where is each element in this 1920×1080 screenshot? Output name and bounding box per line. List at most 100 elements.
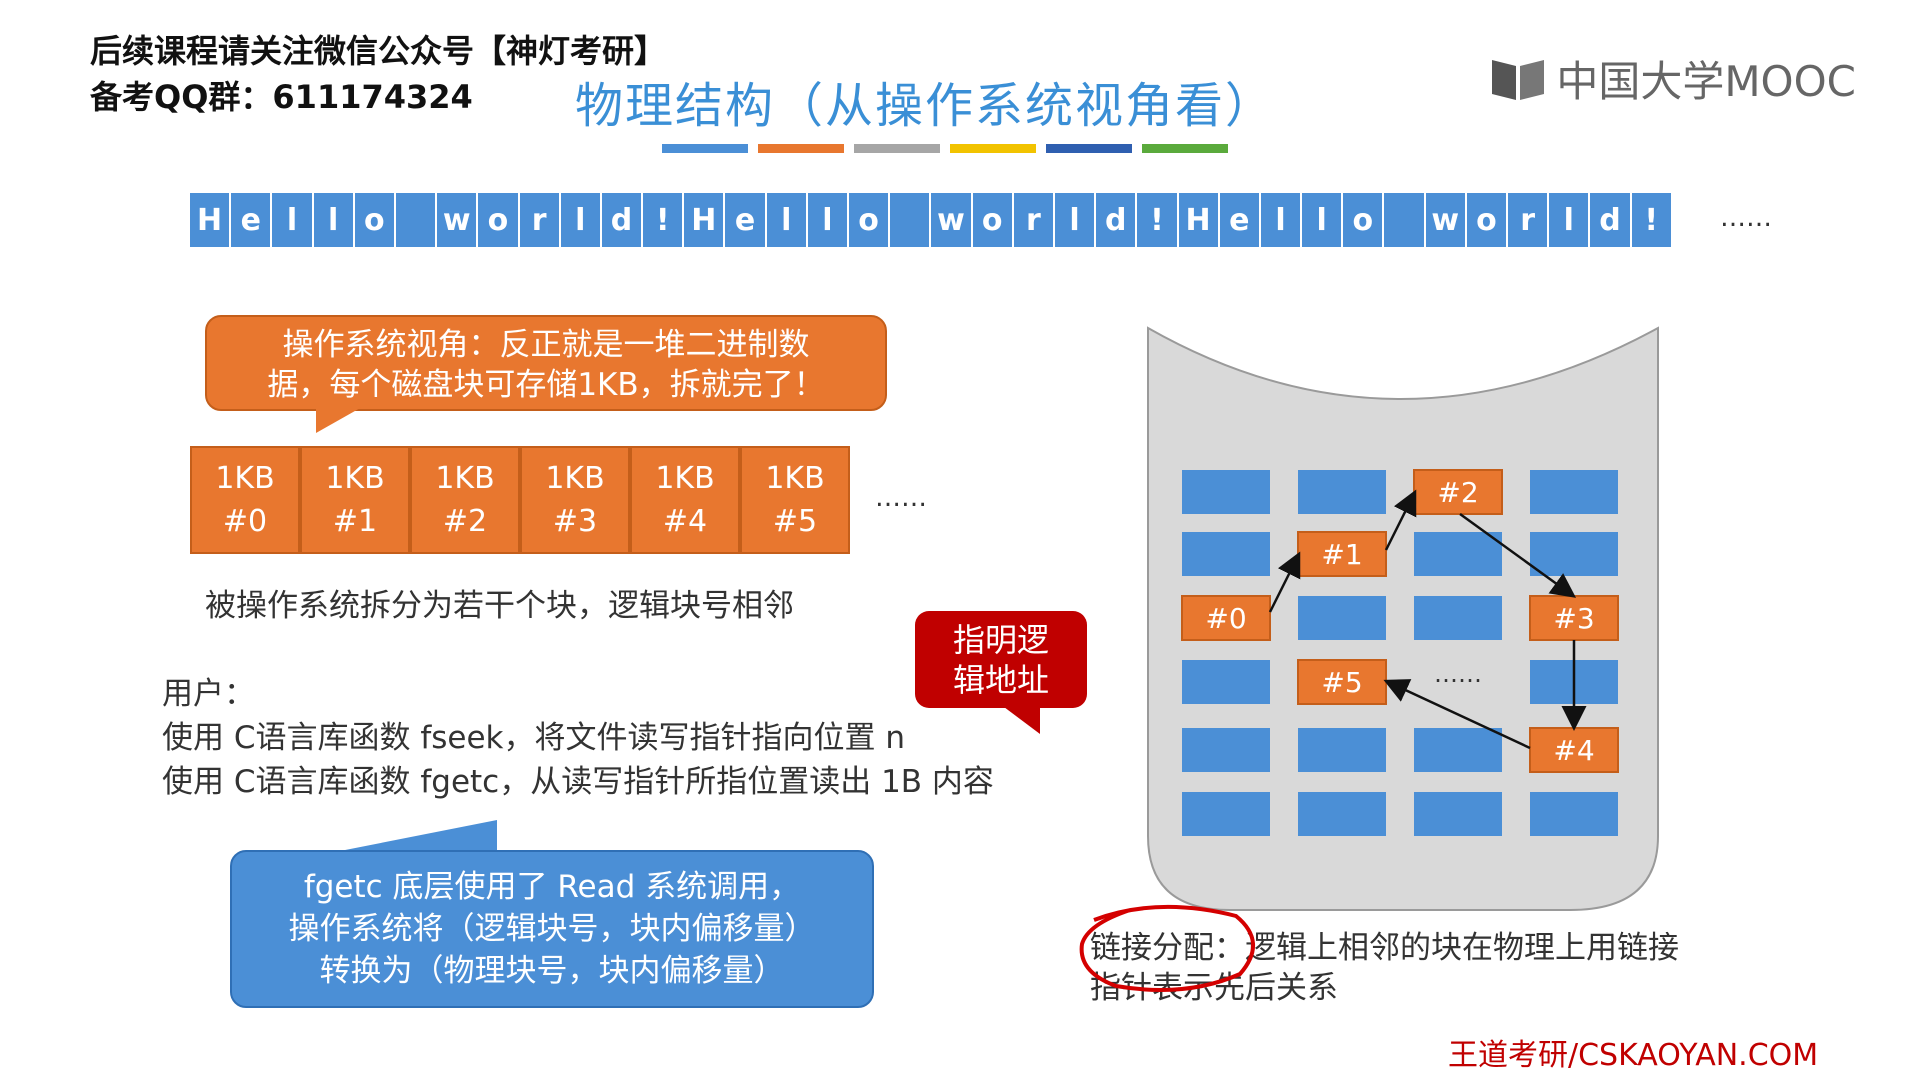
block-number: #3: [552, 504, 598, 539]
byte-cell: [1384, 193, 1426, 247]
color-bar-segment: [1142, 144, 1228, 153]
physical-block: [1298, 728, 1386, 772]
block-label-2: #2: [1437, 476, 1478, 509]
byte-cell: l: [1260, 193, 1303, 247]
os-callout-line-1: 操作系统视角：反正就是一堆二进制数: [282, 327, 810, 363]
byte-cell: d: [1096, 193, 1138, 247]
logical-block: 1KB#2: [410, 446, 520, 554]
physical-block: [1414, 532, 1502, 576]
physical-block: [1182, 532, 1270, 576]
pointer-1-2: [1384, 489, 1417, 551]
pointer-0-1: [1268, 551, 1301, 613]
byte-cell: [395, 193, 438, 247]
linked-block-5: [1297, 659, 1387, 705]
blue-callout-line-3: 转换为（物理块号，块内偏移量）: [319, 953, 785, 989]
link-pointers: [1268, 489, 1587, 750]
block-label-4: #4: [1553, 734, 1594, 767]
logical-blocks: 1KB#0 1KB#1 1KB#2 1KB#3 1KB#4 1KB#5: [190, 446, 850, 554]
physical-block: [1182, 470, 1270, 514]
byte-cell: r: [519, 193, 561, 247]
physical-block: [1182, 728, 1270, 772]
note-line-2: 备考QQ群：611174324: [90, 78, 473, 116]
red-callout-line-2: 辑地址: [952, 660, 1049, 699]
byte-cell: H: [190, 193, 232, 247]
byte-cell: H: [1178, 193, 1220, 247]
logical-block: 1KB#4: [630, 446, 740, 554]
physical-block: [1414, 728, 1502, 772]
user-section: 用户： 使用 C语言库函数 fseek，将文件读写指针指向位置 n 使用 C语言…: [162, 672, 994, 804]
logo-text: 中国大学MOOC: [1556, 57, 1856, 106]
user-label: 用户：: [162, 676, 255, 712]
physical-block: [1414, 596, 1502, 640]
color-bar-segment: [950, 144, 1036, 153]
logical-block: 1KB#1: [300, 446, 410, 554]
logical-block: 1KB#5: [740, 446, 850, 554]
block-label-0: #0: [1205, 602, 1246, 635]
block-label-3: #3: [1553, 602, 1594, 635]
block-label-5: #5: [1321, 666, 1362, 699]
blue-callout-tail: [335, 820, 497, 852]
footer-watermark: 王道考研/CSKAOYAN.COM: [1448, 1038, 1819, 1073]
pointer-4-5: [1383, 679, 1531, 750]
block-number: #5: [772, 504, 818, 539]
byte-cell: H: [684, 193, 726, 247]
blue-callout-line-1: fgetc 底层使用了 Read 系统调用，: [303, 869, 801, 905]
byte-cell: [890, 193, 932, 247]
block-label-1: #1: [1321, 538, 1362, 571]
byte-cell: e: [231, 193, 273, 247]
user-fgetc-line: 使用 C语言库函数 fgetc，从读写指针所指位置读出 1B 内容: [162, 764, 994, 800]
red-callout-line-1: 指明逻: [952, 620, 1049, 659]
byte-cell: l: [766, 193, 808, 247]
linked-caption-desc: 逻辑上相邻的块在物理上用链接: [1245, 930, 1679, 966]
blocks-ellipsis: ……: [875, 483, 927, 513]
logical-block: 1KB#3: [520, 446, 630, 554]
linked-block-2: [1413, 469, 1503, 515]
disk-diagram: #0 #1 #2 #3 #4 #5 ……: [1147, 326, 1659, 911]
mooc-logo: 中国大学MOOC: [1490, 48, 1856, 109]
linked-block-1: [1297, 531, 1387, 577]
linked-blocks: [1181, 469, 1619, 773]
byte-cell: e: [725, 193, 767, 247]
strip-ellipsis: ……: [1720, 203, 1772, 233]
block-number: #2: [442, 504, 488, 539]
color-bar-segment: [854, 144, 940, 153]
physical-block: [1298, 470, 1386, 514]
block-size: 1KB: [545, 461, 605, 496]
color-bar-segment: [1046, 144, 1132, 153]
byte-cell: r: [1508, 193, 1550, 247]
physical-blocks: [1182, 470, 1618, 836]
byte-cell: l: [272, 193, 314, 247]
hand-drawn-circle-annotation: [1079, 904, 1256, 992]
byte-cell: l: [1054, 193, 1097, 247]
byte-cell: l: [560, 193, 602, 247]
byte-cell: o: [972, 193, 1014, 247]
term-separator: ：: [1214, 930, 1245, 966]
byte-cell: l: [313, 193, 355, 247]
block-size: 1KB: [325, 461, 385, 496]
read-syscall-callout: fgetc 底层使用了 Read 系统调用， 操作系统将（逻辑块号，块内偏移量）…: [230, 850, 874, 1008]
physical-block: [1414, 792, 1502, 836]
byte-cell: w: [1425, 193, 1467, 247]
block-size: 1KB: [435, 461, 495, 496]
logical-address-callout: 指明逻 辑地址: [915, 611, 1087, 708]
physical-block: [1530, 470, 1618, 514]
physical-block: [1298, 596, 1386, 640]
pointer-2-3: [1459, 512, 1577, 598]
byte-cell: r: [1013, 193, 1055, 247]
physical-block: [1530, 532, 1618, 576]
byte-cell: l: [807, 193, 849, 247]
byte-cell: o: [849, 193, 891, 247]
color-bar-segment: [758, 144, 844, 153]
byte-cell: !: [1631, 193, 1673, 247]
wechat-note: 后续课程请关注微信公众号【神灯考研】 备考QQ群：611174324: [90, 28, 666, 120]
block-size: 1KB: [215, 461, 275, 496]
physical-block: [1298, 792, 1386, 836]
byte-cell: o: [1466, 193, 1508, 247]
linked-block-0: [1181, 595, 1271, 641]
book-logo-icon: [1492, 59, 1545, 100]
byte-cell: o: [478, 193, 520, 247]
block-number: #4: [662, 504, 708, 539]
slide-title: 物理结构（从操作系统视角看）: [575, 78, 1276, 134]
byte-cell: o: [1343, 193, 1385, 247]
